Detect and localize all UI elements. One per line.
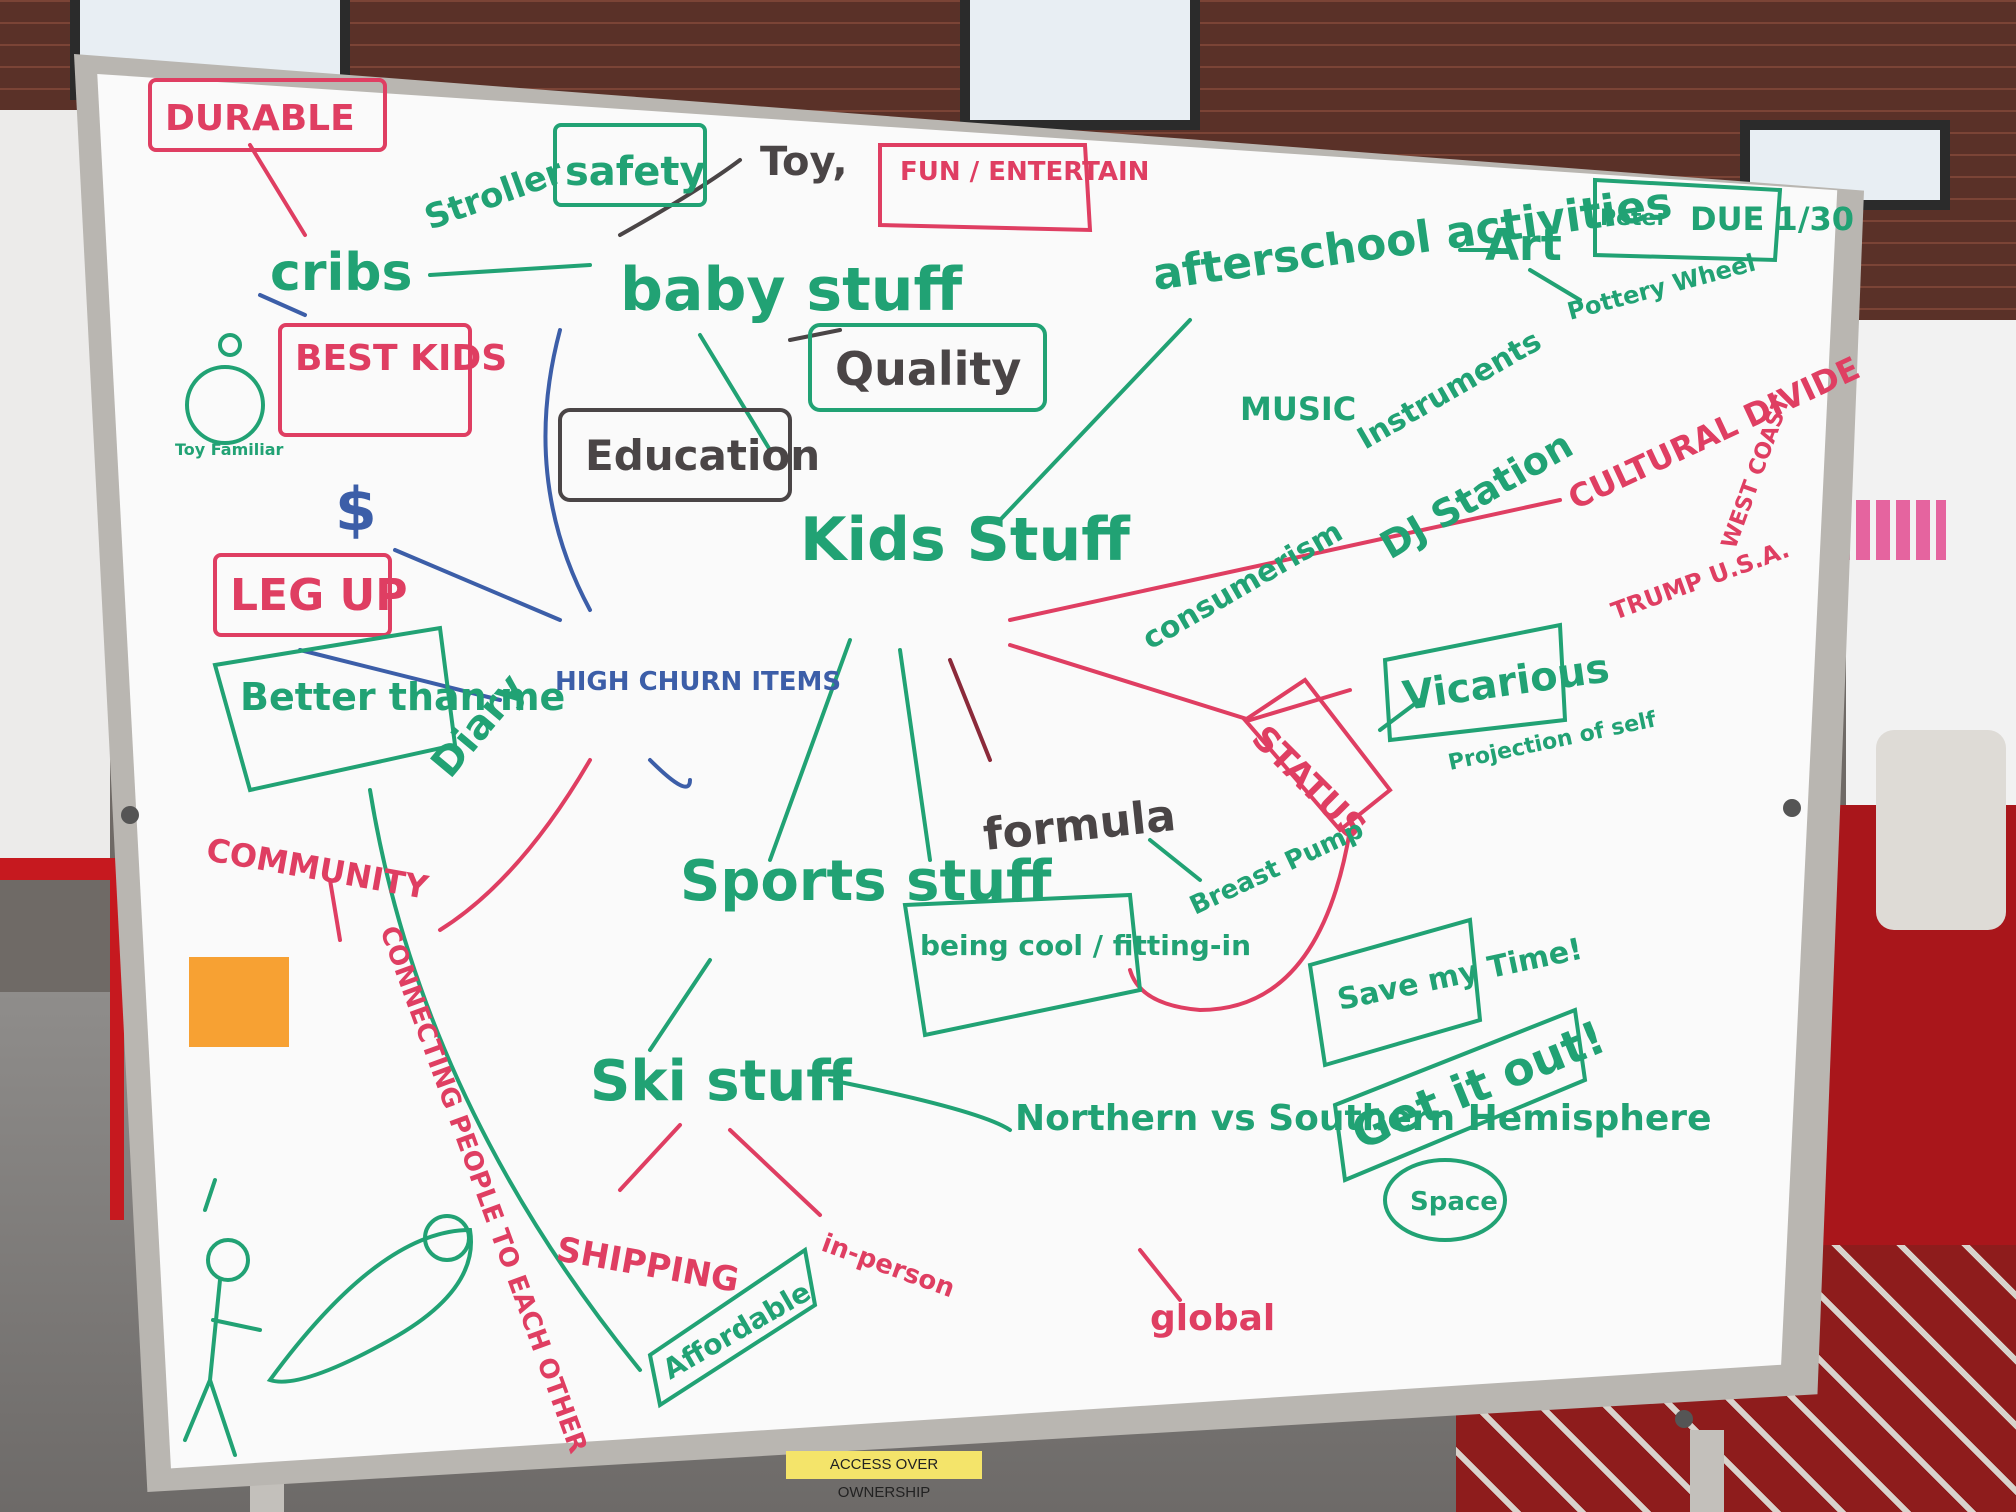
- word-dollar: $: [335, 475, 377, 545]
- word-cribs: cribs: [270, 243, 412, 303]
- word-in-person: in-person: [818, 1228, 959, 1304]
- word-kids-stuff: Kids Stuff: [800, 505, 1131, 575]
- education-box: [558, 408, 792, 502]
- word-durable: DURABLE: [165, 98, 355, 139]
- durable-box: [148, 78, 387, 152]
- connector-line: [768, 638, 852, 862]
- connector-line: [1528, 268, 1582, 302]
- word-space: Space: [1410, 1187, 1498, 1217]
- word-better-than-me: Better than me: [240, 675, 565, 719]
- connector-line: [1008, 643, 1352, 723]
- due-box: [1593, 177, 1783, 263]
- leg-up-box: [213, 553, 392, 637]
- word-quality: Quality: [835, 342, 1021, 396]
- word-baby-stuff: baby stuff: [620, 255, 963, 325]
- connector-line: [258, 293, 307, 317]
- connector-line: [298, 648, 502, 702]
- word-peter: Peter: [1600, 206, 1667, 231]
- word-cultural-divide: CULTURAL DIVIDE: [1562, 349, 1865, 517]
- connector-line: [698, 333, 772, 452]
- sticky-notes-background: [1836, 500, 1946, 560]
- word-northern: Northern vs Southern Hemisphere: [1015, 1098, 1711, 1139]
- board-screw: [1675, 1410, 1693, 1428]
- access-over-ownership-tape: ACCESS OVER OWNERSHIP: [786, 1451, 982, 1501]
- connector-line: [368, 788, 642, 1372]
- connector-line: [543, 328, 592, 612]
- board-leg-right: [1690, 1430, 1724, 1512]
- connector-line: [1378, 698, 1422, 732]
- save-time-box: [1307, 917, 1483, 1068]
- vicarious-box: [1382, 622, 1568, 743]
- window-center: [960, 0, 1200, 130]
- doodle-icon: [218, 333, 242, 357]
- word-dj-station: DJ Station: [1373, 422, 1581, 567]
- connector-line: [1148, 838, 1202, 882]
- connector-line: [438, 758, 592, 932]
- word-due-date: DUE 1/30: [1690, 200, 1854, 238]
- pillow: [1876, 730, 2006, 930]
- word-stroller: Stroller: [419, 152, 568, 239]
- quality-box: [808, 323, 1047, 412]
- connector-line: [788, 328, 842, 342]
- stick-figure-body-icon: [183, 1178, 262, 1457]
- word-sports-stuff: Sports stuff: [680, 849, 1052, 914]
- word-toy: Toy,: [760, 139, 848, 185]
- word-art: Art: [1485, 220, 1562, 271]
- word-pottery-wheel: Pottery Wheel: [1564, 249, 1758, 326]
- connector-line: [828, 1078, 1012, 1132]
- word-high-churn: HIGH CHURN ITEMS: [555, 667, 841, 697]
- word-toy-familiar: Toy Familiar: [175, 440, 283, 459]
- better-box: [212, 625, 458, 793]
- connector-line: [998, 318, 1192, 522]
- connector-line: [428, 263, 592, 277]
- board-screw: [1783, 799, 1801, 817]
- status-box: [1242, 677, 1393, 833]
- word-fun-entertain: FUN / ENTERTAIN: [900, 157, 1149, 187]
- connector-line: [1138, 1248, 1182, 1302]
- word-trump-usa: TRUMP U.S.A.: [1607, 535, 1793, 625]
- fun-box: [878, 143, 1093, 233]
- stick-figure-icon: [206, 1238, 250, 1282]
- word-leg-up: LEG UP: [230, 570, 408, 621]
- affordable-box: [647, 1246, 818, 1409]
- get-it-out-box: [1332, 1007, 1588, 1183]
- whiteboard-surface: [97, 74, 1838, 1469]
- connector-line: [248, 143, 307, 237]
- sticky-note: [189, 957, 289, 1047]
- connector-line: [898, 648, 932, 862]
- word-save-time: Save my Time!: [1334, 932, 1585, 1018]
- connector-line: [618, 158, 742, 237]
- connector-line: [1128, 828, 1352, 1013]
- word-projection: Projection of self: [1446, 707, 1659, 776]
- space-circle: [1383, 1158, 1507, 1242]
- connector-line: [393, 548, 562, 622]
- word-safety: safety: [565, 149, 706, 195]
- connector-line: [618, 1123, 682, 1192]
- best-kids-box: [278, 323, 472, 437]
- word-instruments: Instruments: [1352, 324, 1548, 457]
- word-education: Education: [585, 431, 820, 480]
- word-being-cool: being cool / fitting-in: [920, 929, 1251, 962]
- word-community: COMMUNITY: [204, 830, 432, 906]
- skier-head-icon: [423, 1214, 471, 1262]
- skier-doodle-icon: [266, 1227, 473, 1384]
- being-cool-box: [902, 892, 1143, 1038]
- connector-line: [648, 958, 712, 1052]
- connector-line: [728, 1128, 822, 1217]
- word-global: global: [1150, 1298, 1275, 1339]
- connector-line: [948, 658, 992, 762]
- word-best-kids: BEST KIDS: [295, 338, 507, 379]
- word-music: MUSIC: [1240, 390, 1356, 428]
- word-connecting-people: CONNECTING PEOPLE TO EACH OTHER: [373, 922, 592, 1457]
- smiley-face-icon: [185, 365, 265, 445]
- word-vicarious: Vicarious: [1400, 645, 1612, 719]
- connector-line: [1008, 498, 1562, 622]
- board-screw: [121, 806, 139, 824]
- safety-box: [553, 123, 707, 207]
- word-ski-stuff: Ski stuff: [590, 1049, 852, 1114]
- connector-line: [648, 758, 692, 789]
- connector-line: [328, 878, 342, 942]
